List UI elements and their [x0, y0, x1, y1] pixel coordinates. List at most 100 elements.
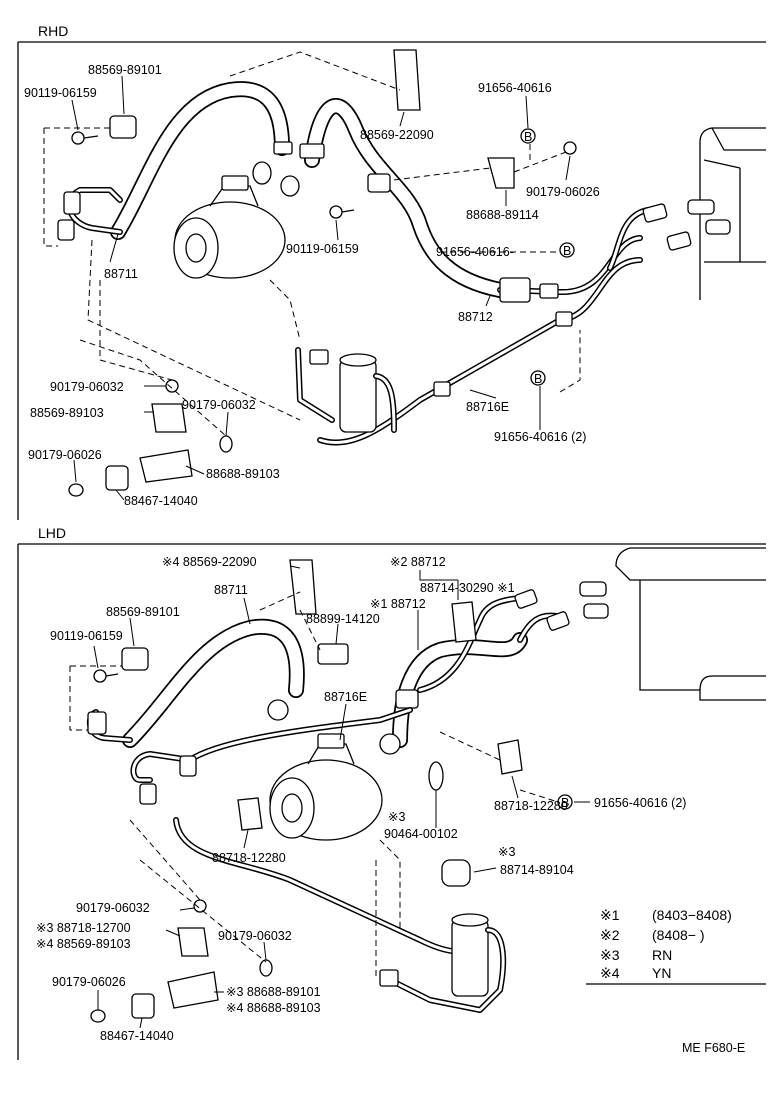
- rhd-label-88688-89114: 88688-89114: [466, 208, 539, 222]
- lhd-label-88711: 88711: [214, 583, 248, 597]
- svg-text:※1: ※1: [600, 907, 620, 923]
- rhd-bracket-88688-89114: [487, 157, 515, 189]
- rhd-nut-90179-06032-2: [219, 435, 233, 453]
- rhd-label-88688-89103: 88688-89103: [206, 467, 280, 481]
- rhd-label-90119-06159-2: 90119-06159: [286, 242, 359, 256]
- rhd-label-88569-89103: 88569-89103: [30, 406, 104, 420]
- lhd-b-marker: B: [557, 794, 573, 810]
- rhd-label-90179-06026-2: 90179-06026: [28, 448, 102, 462]
- lhd-label-90464-00102: 90464-00102: [384, 827, 458, 841]
- rhd-label-91656-40616: 91656-40616: [478, 81, 552, 95]
- lhd-label-88714-30290: 88714-30290 ※1: [420, 581, 515, 595]
- rhd-label-88569-22090: 88569-22090: [360, 128, 434, 142]
- rhd-bracket-88688-89103: [139, 449, 193, 483]
- svg-text:RN: RN: [652, 947, 672, 963]
- rhd-label-90179-06026: 90179-06026: [526, 185, 600, 199]
- rhd-b-marker-2: B: [559, 242, 575, 258]
- rhd-nut-90179-06026-2: [68, 483, 84, 497]
- lhd-clamp-88718-12280-2: [237, 797, 263, 831]
- rhd-label-90179-06032-2: 90179-06032: [182, 398, 256, 412]
- rhd-label-88467-14040: 88467-14040: [124, 494, 198, 508]
- svg-text:B: B: [561, 796, 569, 810]
- svg-text:※3: ※3: [600, 947, 620, 963]
- legend-row-4: ※4 YN: [600, 965, 671, 981]
- lhd-label-90179-06026: 90179-06026: [52, 975, 126, 989]
- svg-text:(8403−8408): (8403−8408): [652, 907, 732, 923]
- rhd-bolt-90119-06159: [71, 131, 85, 145]
- rhd-label-88711: 88711: [104, 267, 138, 281]
- rhd-receiver-drier: [295, 347, 397, 433]
- rhd-section: RHD: [17, 23, 766, 520]
- rhd-evaporator-unit: [687, 127, 766, 300]
- lhd-label-88718-12280-2: 88718-12280: [212, 851, 286, 865]
- rhd-label-88716e: 88716E: [466, 400, 509, 414]
- rhd-bracket-88569-89101: [109, 115, 137, 139]
- rhd-label-88712: 88712: [458, 310, 493, 324]
- rhd-label-88569-89101: 88569-89101: [88, 63, 162, 77]
- rhd-label-91656-40616-2: 91656-40616 (2): [494, 430, 586, 444]
- rhd-clamp-88569-22090: [393, 49, 421, 111]
- lhd-mark-rn: ※3: [388, 810, 405, 824]
- svg-text:※2: ※2: [600, 927, 620, 943]
- lhd-label-88714-89104: 88714-89104: [500, 863, 574, 877]
- rhd-switch-88467-14040: [105, 465, 129, 491]
- svg-text:B: B: [524, 130, 532, 144]
- lhd-label-88688-89101: ※3 88688-89101: [226, 985, 321, 999]
- legend-row-2: ※2 (8408− ): [600, 927, 705, 943]
- lhd-evaporator-unit: [579, 547, 766, 701]
- lhd-label-88718-12280: 88718-12280: [494, 799, 568, 813]
- lhd-section-title: LHD: [38, 525, 66, 541]
- svg-text:YN: YN: [652, 965, 671, 981]
- svg-text:B: B: [563, 244, 571, 258]
- lhd-label-88569-89103: ※4 88569-89103: [36, 937, 131, 951]
- rhd-nut-90179-06032: [165, 379, 179, 393]
- lhd-bracket-88688-89101: [167, 971, 219, 1009]
- lhd-cushion-88714-30290: [451, 601, 477, 643]
- lhd-section: LHD: [17, 525, 766, 1060]
- lhd-clamp-88569-22090: [289, 559, 317, 615]
- lhd-label-88569-22090: ※4 88569-22090: [162, 555, 257, 569]
- rhd-label-91656-40616-b: 91656-40616-: [436, 245, 514, 259]
- lhd-compressor: [269, 733, 383, 841]
- lhd-label-90179-06032-2: 90179-06032: [218, 929, 292, 943]
- lhd-label-88688-89103: ※4 88688-89103: [226, 1001, 321, 1015]
- lhd-label-90119-06159: 90119-06159: [50, 629, 123, 643]
- svg-text:B: B: [534, 372, 542, 386]
- lhd-cushion-88714-89104: [441, 859, 471, 887]
- legend-row-3: ※3 RN: [600, 947, 672, 963]
- lhd-bolt-90119-06159: [93, 669, 107, 683]
- rhd-b-marker-3: B: [530, 370, 546, 386]
- lhd-label-88467-14040: 88467-14040: [100, 1029, 174, 1043]
- lhd-receiver-drier: [379, 913, 507, 1013]
- lhd-mark-rn-2: ※3: [498, 845, 515, 859]
- svg-text:(8408− ): (8408− ): [652, 927, 705, 943]
- rhd-compressor: [173, 175, 286, 279]
- rhd-b-marker-1: B: [520, 128, 536, 144]
- rhd-label-90119-06159: 90119-06159: [24, 86, 97, 100]
- figure-code: ME F680-E: [682, 1041, 745, 1055]
- lhd-label-88899-14120: 88899-14120: [306, 612, 380, 626]
- lhd-connector-88899-14120: [317, 643, 349, 665]
- lhd-pipe-88716e: [187, 707, 413, 763]
- lhd-nut-90179-06032: [193, 899, 207, 913]
- lhd-label-90179-06032: 90179-06032: [76, 901, 150, 915]
- lhd-label-88716e: 88716E: [324, 690, 367, 704]
- legend: ※1 (8403−8408) ※2 (8408− ) ※3 RN ※4 YN: [586, 907, 766, 985]
- rhd-nut-90179-06026: [563, 141, 577, 155]
- lhd-label-88712-v2: ※2 88712: [390, 555, 446, 569]
- lhd-clamp-88718-12280: [497, 739, 523, 775]
- lhd-switch-88467-14040: [131, 993, 155, 1019]
- legend-row-1: ※1 (8403−8408): [600, 907, 732, 923]
- rhd-label-90179-06032: 90179-06032: [50, 380, 124, 394]
- lhd-nut-90179-06026: [90, 1009, 106, 1023]
- lhd-label-88712-v1: ※1 88712: [370, 597, 426, 611]
- rhd-bolt-90119-06159-2: [329, 205, 343, 219]
- rhd-clamp-88569-89103: [151, 403, 187, 433]
- lhd-label-91656-40616-2: 91656-40616 (2): [594, 796, 686, 810]
- lhd-bracket-88569-89101: [121, 647, 149, 671]
- lhd-tie-90464-00102: [428, 761, 444, 791]
- lhd-clamp-88718-12700: [177, 927, 209, 957]
- lhd-nut-90179-06032-2: [259, 959, 273, 977]
- lhd-label-88718-12700: ※3 88718-12700: [36, 921, 131, 935]
